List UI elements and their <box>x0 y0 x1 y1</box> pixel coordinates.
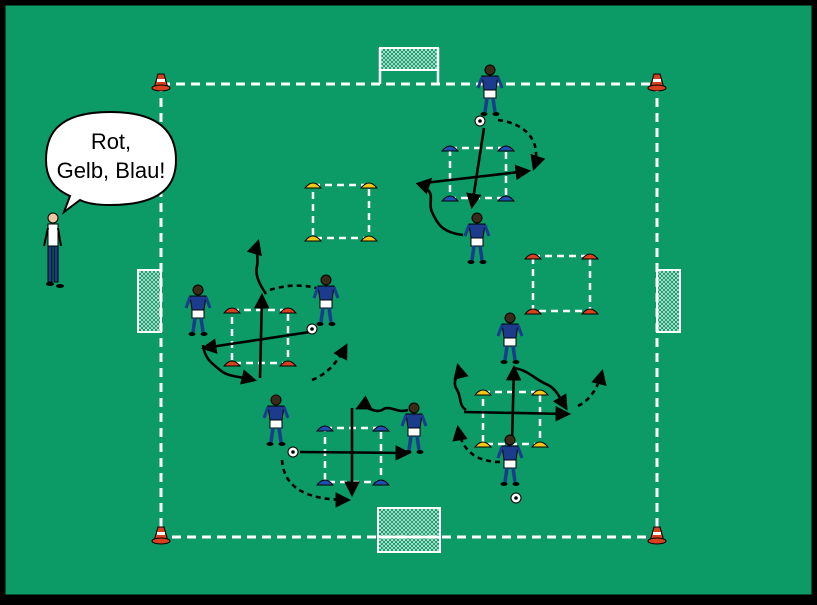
cone-icon <box>315 425 335 432</box>
player-icon <box>476 64 504 116</box>
players <box>184 64 524 486</box>
cone-icon <box>580 253 600 260</box>
cone-icon <box>647 526 667 545</box>
cone-icon <box>315 479 335 486</box>
cone-square-yellow-bottom <box>473 389 550 448</box>
speech-bubble: Rot, Gelb, Blau! <box>44 110 178 215</box>
speech-line-2: Gelb, Blau! <box>57 158 166 183</box>
cone-square-yellow-top <box>303 182 379 242</box>
goal-icon <box>378 47 440 84</box>
cone-icon <box>530 389 550 396</box>
goal-icon <box>137 269 162 333</box>
cone-icon <box>523 308 543 315</box>
cone-icon <box>473 441 493 448</box>
cone-square-red-right <box>523 253 600 315</box>
corner-cones <box>151 73 667 545</box>
goal-icon <box>656 269 681 333</box>
cone-icon <box>496 145 516 152</box>
player-icon <box>262 394 290 446</box>
cone-icon <box>440 195 460 202</box>
player-icon <box>496 312 524 364</box>
coach-icon <box>43 212 64 288</box>
cone-icon <box>303 182 323 189</box>
ball-icon <box>306 323 318 335</box>
cone-icon <box>496 195 516 202</box>
player-icon <box>184 284 212 336</box>
cone-icon <box>473 389 493 396</box>
balls <box>287 115 522 504</box>
speech-line-1: Rot, <box>91 129 131 154</box>
cone-icon <box>359 235 379 242</box>
cone-icon <box>151 526 171 545</box>
cone-icon <box>151 73 171 92</box>
cone-icon <box>278 360 298 367</box>
player-icon <box>496 434 524 486</box>
cone-icon <box>647 73 667 92</box>
goal-icon <box>377 507 441 553</box>
ball-icon <box>510 492 522 504</box>
cone-icon <box>440 145 460 152</box>
cone-icon <box>371 479 391 486</box>
player-icon <box>463 212 491 264</box>
ball-icon <box>474 115 486 127</box>
player-icon <box>400 402 428 454</box>
cone-squares <box>222 145 600 486</box>
cone-icon <box>278 307 298 314</box>
cone-icon <box>371 425 391 432</box>
cone-icon <box>359 182 379 189</box>
ball-icon <box>287 446 299 458</box>
cone-icon <box>303 235 323 242</box>
movement-arrows <box>200 118 607 508</box>
cone-icon <box>222 360 242 367</box>
cone-icon <box>222 307 242 314</box>
player-icon <box>312 274 340 326</box>
cone-icon <box>523 253 543 260</box>
cone-icon <box>530 441 550 448</box>
cone-icon <box>580 308 600 315</box>
